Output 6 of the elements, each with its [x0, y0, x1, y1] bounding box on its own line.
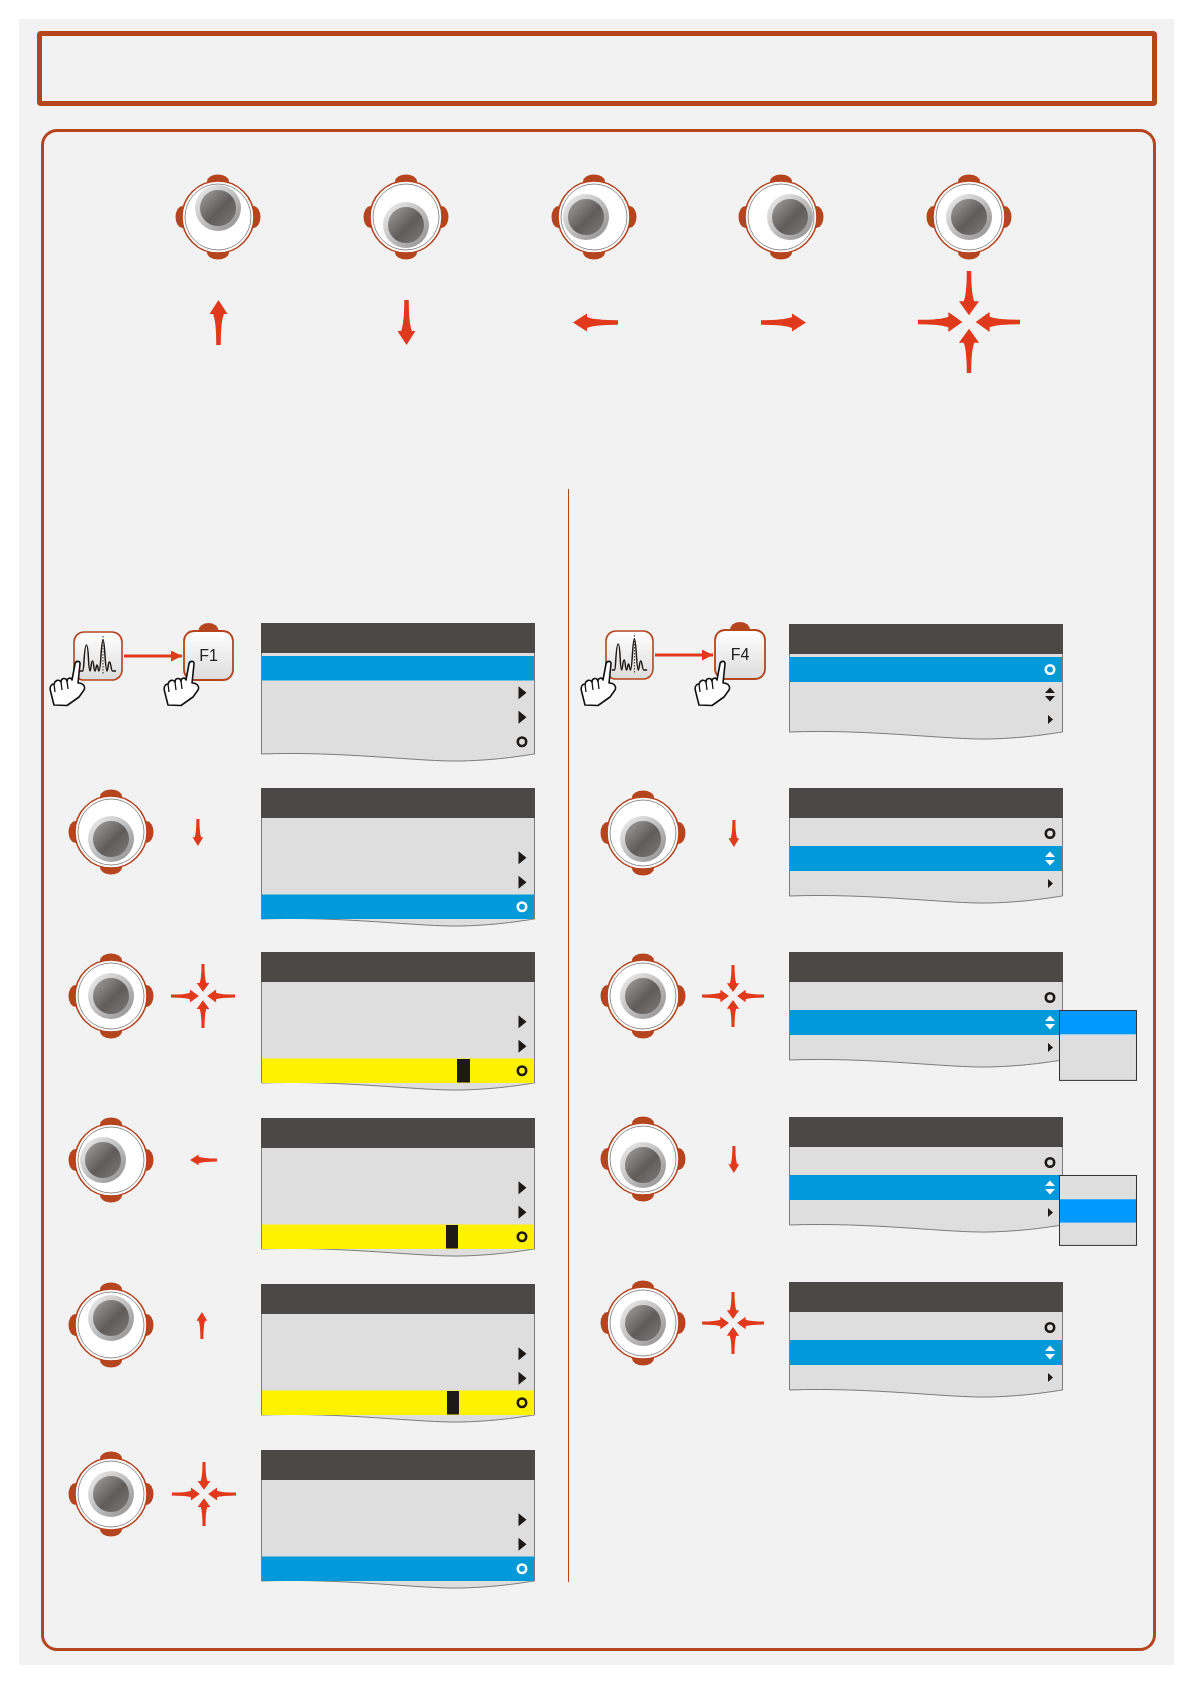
- arrow: [655, 649, 713, 661]
- arrow: [124, 650, 182, 662]
- spectrum-key-icon: [605, 630, 654, 680]
- spectrum-key-icon: [73, 631, 123, 681]
- function-key: F1: [183, 623, 234, 681]
- function-key: F4: [714, 622, 766, 680]
